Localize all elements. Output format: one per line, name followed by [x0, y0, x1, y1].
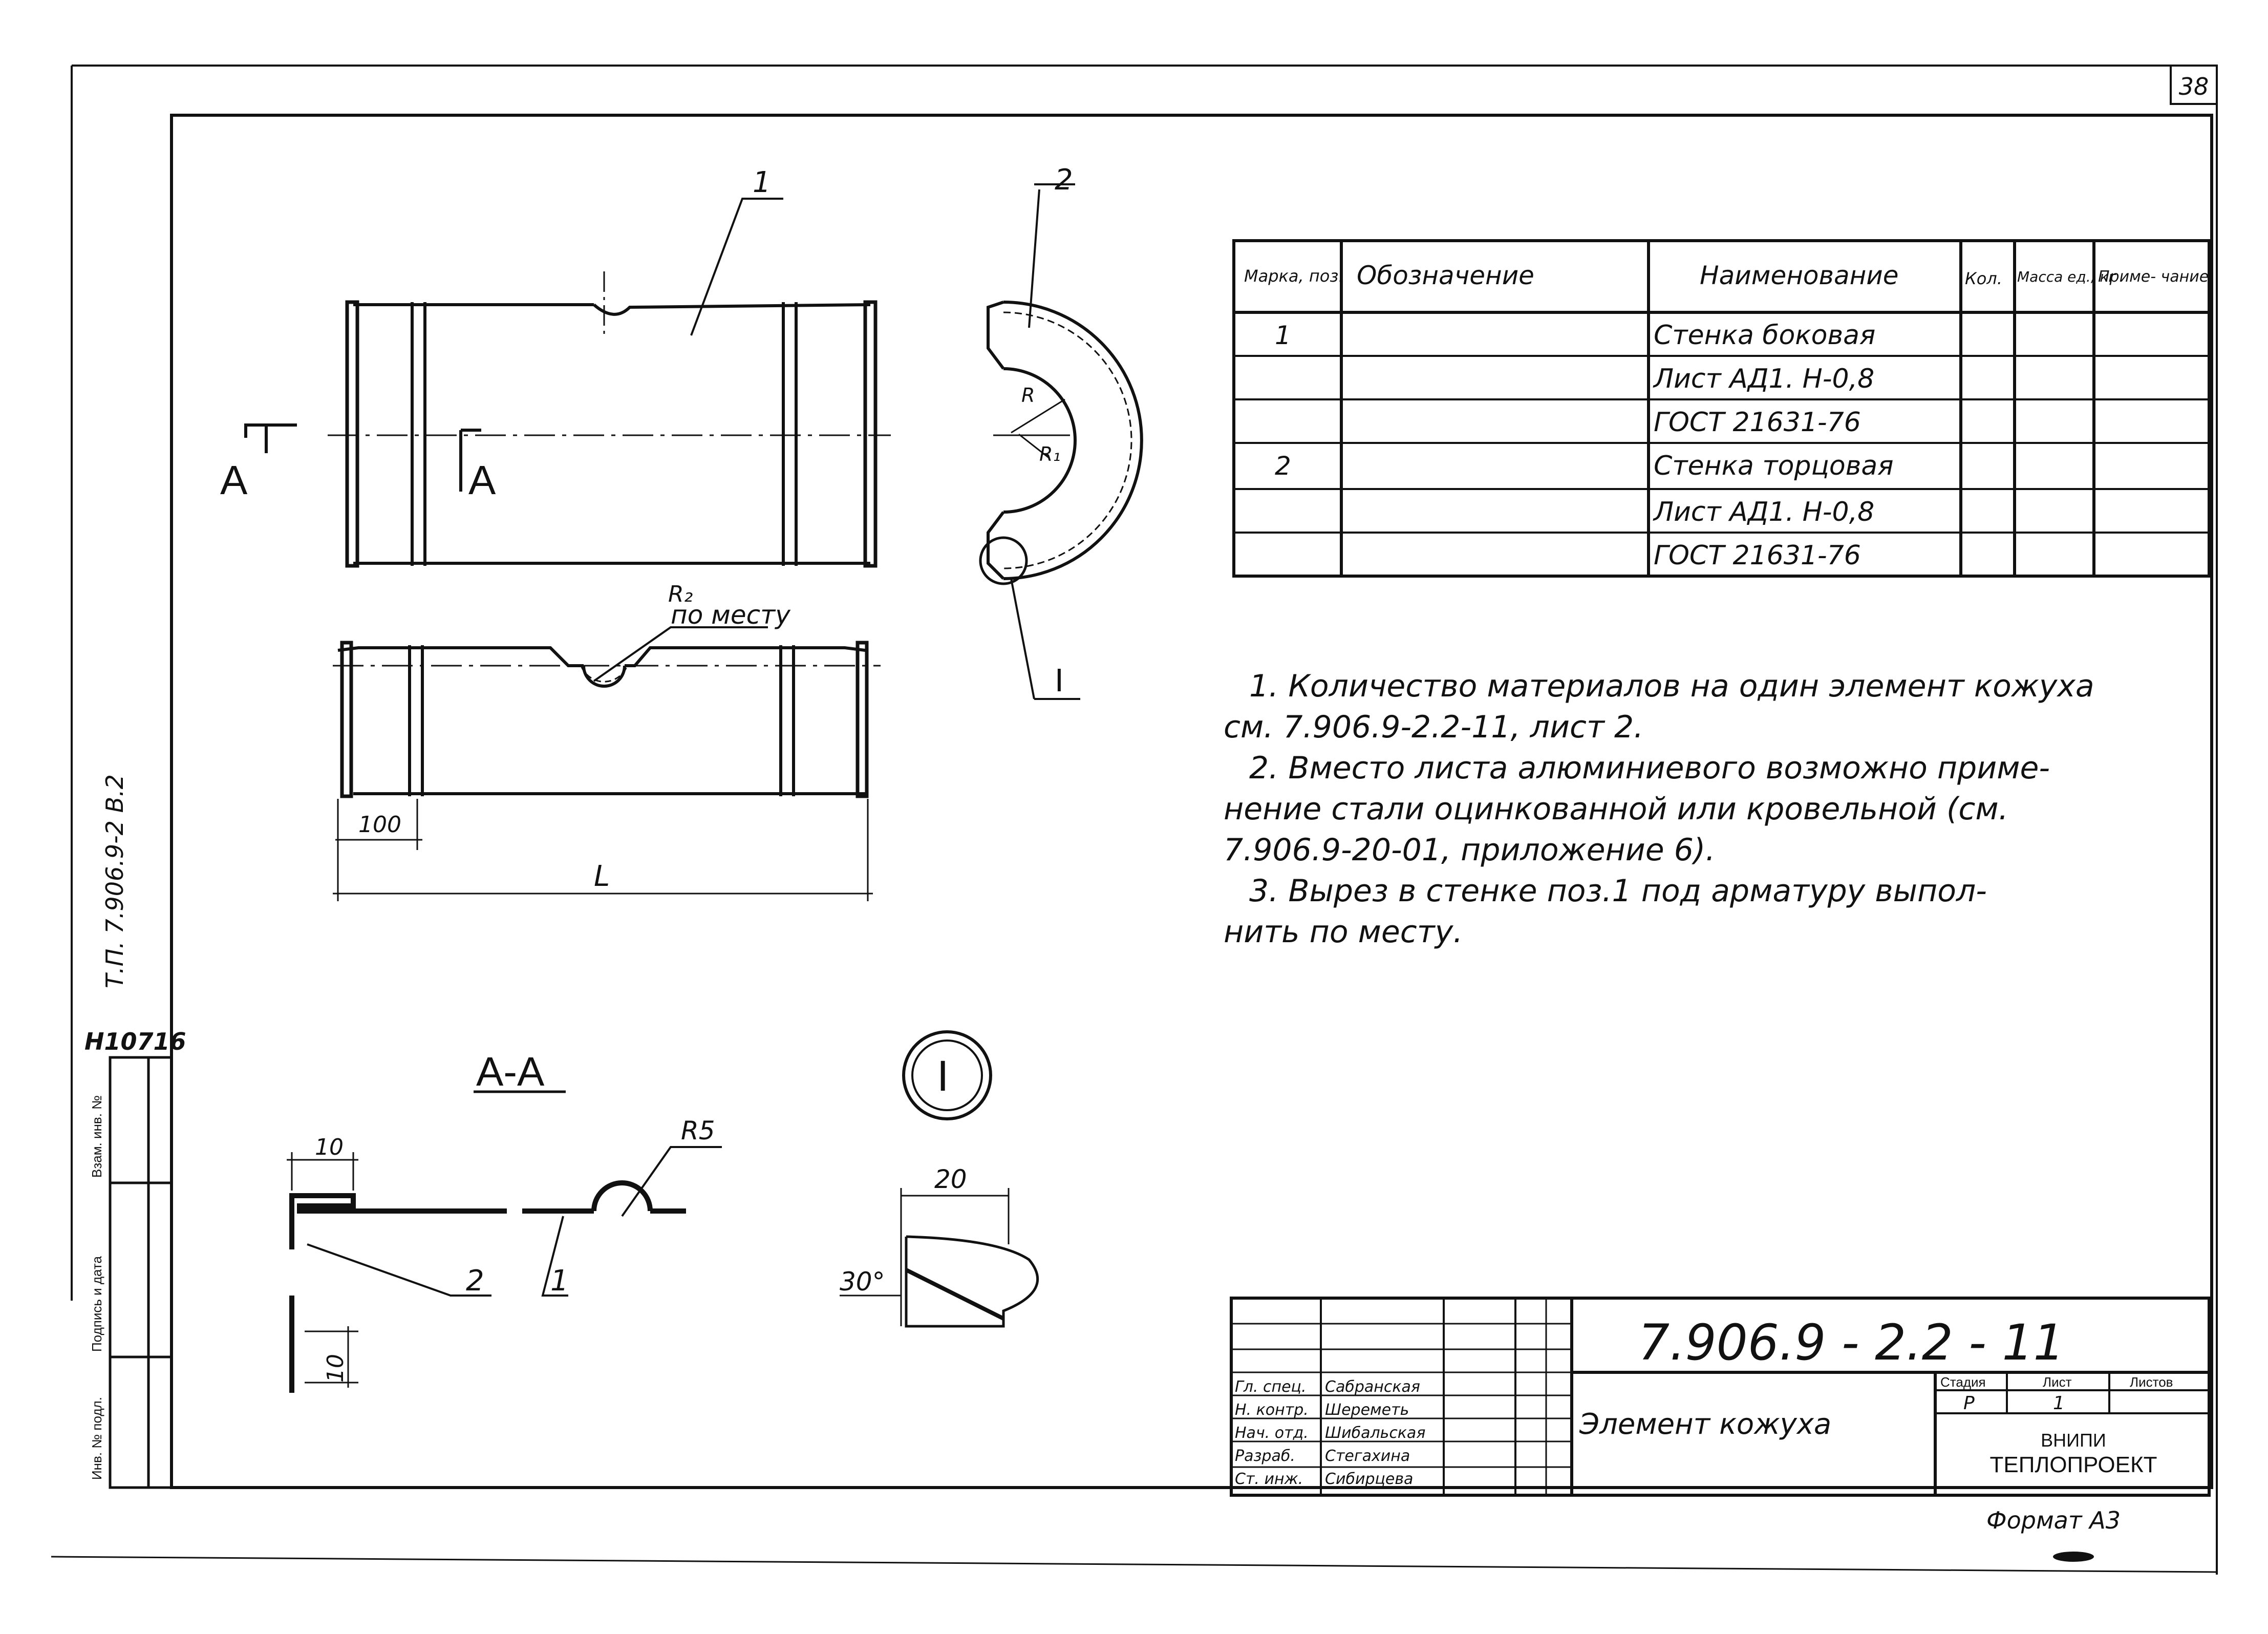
- spec-row-mark: 1: [1275, 321, 1291, 350]
- end-wall-view: [979, 183, 1143, 700]
- tb-role: Нач. отд.: [1235, 1424, 1309, 1442]
- section-marks: [244, 423, 481, 492]
- dim-r1: R₁: [1039, 443, 1061, 465]
- th-name: Наименование: [1700, 261, 1899, 290]
- spec-row-name: Лист АД1. Н-0,8: [1653, 497, 1874, 527]
- dim-r2: R₂: [668, 581, 693, 607]
- sheets-label: Листов: [2130, 1374, 2173, 1390]
- page-number: 38: [2179, 73, 2209, 100]
- document-code: 7.906.9 - 2.2 - 11: [1638, 1314, 2065, 1371]
- angle-30: 30°: [840, 1267, 885, 1297]
- tb-name: Стегахина: [1325, 1447, 1410, 1465]
- sheet-label: Лист: [2043, 1374, 2072, 1390]
- tb-role: Н. контр.: [1235, 1401, 1309, 1419]
- side-stamp: [109, 1056, 173, 1489]
- pos-2-label: 2: [1055, 163, 1073, 197]
- section-title: А-А: [476, 1049, 545, 1094]
- org-line-2: ТЕПЛОПРОЕКТ: [1989, 1452, 2157, 1477]
- side-stamp-inventory: H10716: [84, 1028, 186, 1055]
- dim-20: 20: [934, 1164, 967, 1194]
- sheet-format: Формат А3: [1986, 1506, 2121, 1534]
- th-qty: Кол.: [1965, 269, 2002, 288]
- tb-name: Шибальская: [1325, 1424, 1425, 1442]
- tb-role: Разраб.: [1235, 1447, 1295, 1465]
- tb-role: Ст. инж.: [1235, 1470, 1303, 1488]
- th-note: Приме- чание: [2098, 268, 2209, 286]
- notes: 1. Количество материалов на один элемент…: [1224, 668, 2094, 950]
- spec-row-name: ГОСТ 21631-76: [1654, 540, 1861, 571]
- note-line: 3. Вырез в стенке поз.1 под арматуру вып…: [1249, 873, 1987, 909]
- spec-row-name: Лист АД1. Н-0,8: [1653, 364, 1874, 394]
- main-view: [328, 198, 891, 568]
- dim-r5: R5: [681, 1116, 715, 1145]
- note-line: 1. Количество материалов на один элемент…: [1249, 668, 2094, 704]
- leader-2-label: 2: [466, 1264, 484, 1298]
- node-one-detail: [840, 1030, 1039, 1328]
- section-aa: [287, 1146, 722, 1393]
- top-view: [333, 626, 881, 901]
- side-stamp-cell-3: Взам. инв. №: [89, 1095, 104, 1178]
- side-stamp-cell-1: Инв. № подл.: [89, 1397, 104, 1480]
- dim-10-top: 10: [315, 1134, 344, 1160]
- th-designation: Обозначение: [1357, 261, 1534, 290]
- sheet-frame: [51, 65, 2218, 1575]
- stage-value: Р: [1963, 1393, 1975, 1414]
- dim-100: 100: [358, 812, 401, 838]
- spec-row-mark: 2: [1275, 451, 1291, 481]
- spec-table: [1232, 239, 2211, 578]
- note-line: нение стали оцинкованной или кровельной …: [1224, 791, 2008, 827]
- leader-1-label: 1: [550, 1264, 569, 1298]
- dim-r2-note: по месту: [671, 600, 791, 630]
- tb-role: Гл. спец.: [1235, 1378, 1306, 1396]
- pos-1-label: 1: [753, 166, 771, 199]
- format-mark: [2053, 1552, 2094, 1562]
- org-line-1: ВНИПИ: [2041, 1430, 2106, 1451]
- title-block: [1230, 1297, 2211, 1497]
- node-one-callout: I: [937, 1052, 949, 1100]
- spec-row-name: Стенка торцовая: [1654, 451, 1894, 481]
- node-one-label: I: [1055, 662, 1064, 698]
- dim-r: R: [1021, 384, 1035, 407]
- tb-name: Шереметь: [1325, 1401, 1409, 1419]
- spec-row-name: Стенка боковая: [1654, 320, 1875, 351]
- sheet-value: 1: [2053, 1393, 2065, 1414]
- th-mass: Масса ед., кг: [2017, 268, 2116, 285]
- side-stamp-cell-2: Подпись и дата: [89, 1256, 104, 1352]
- stage-label: Стадия: [1940, 1374, 1986, 1390]
- section-a-left: А: [220, 457, 248, 503]
- side-stamp-project: Т.П. 7.906.9-2 В.2: [101, 774, 129, 988]
- note-line: нить по месту.: [1224, 914, 1463, 950]
- th-mark: Марка, поз.: [1244, 266, 1344, 286]
- document-title: Элемент кожуха: [1579, 1408, 1831, 1441]
- note-line: 7.906.9-20-01, приложение 6).: [1224, 832, 1715, 868]
- note-line: 2. Вместо листа алюминиевого возможно пр…: [1249, 750, 2050, 786]
- spec-row-name: ГОСТ 21631-76: [1654, 407, 1861, 438]
- title-block-people: Гл. спец. Сабранская Н. контр. ШереметьНач.…: [1235, 1378, 1425, 1488]
- dim-L: L: [594, 860, 610, 893]
- dim-10-side: 10: [323, 1354, 349, 1383]
- note-line: см. 7.906.9-2.2-11, лист 2.: [1224, 709, 1643, 745]
- tb-name: Сибирцева: [1325, 1470, 1413, 1488]
- section-a-right: А: [468, 457, 496, 503]
- tb-name: Сабранская: [1325, 1378, 1420, 1396]
